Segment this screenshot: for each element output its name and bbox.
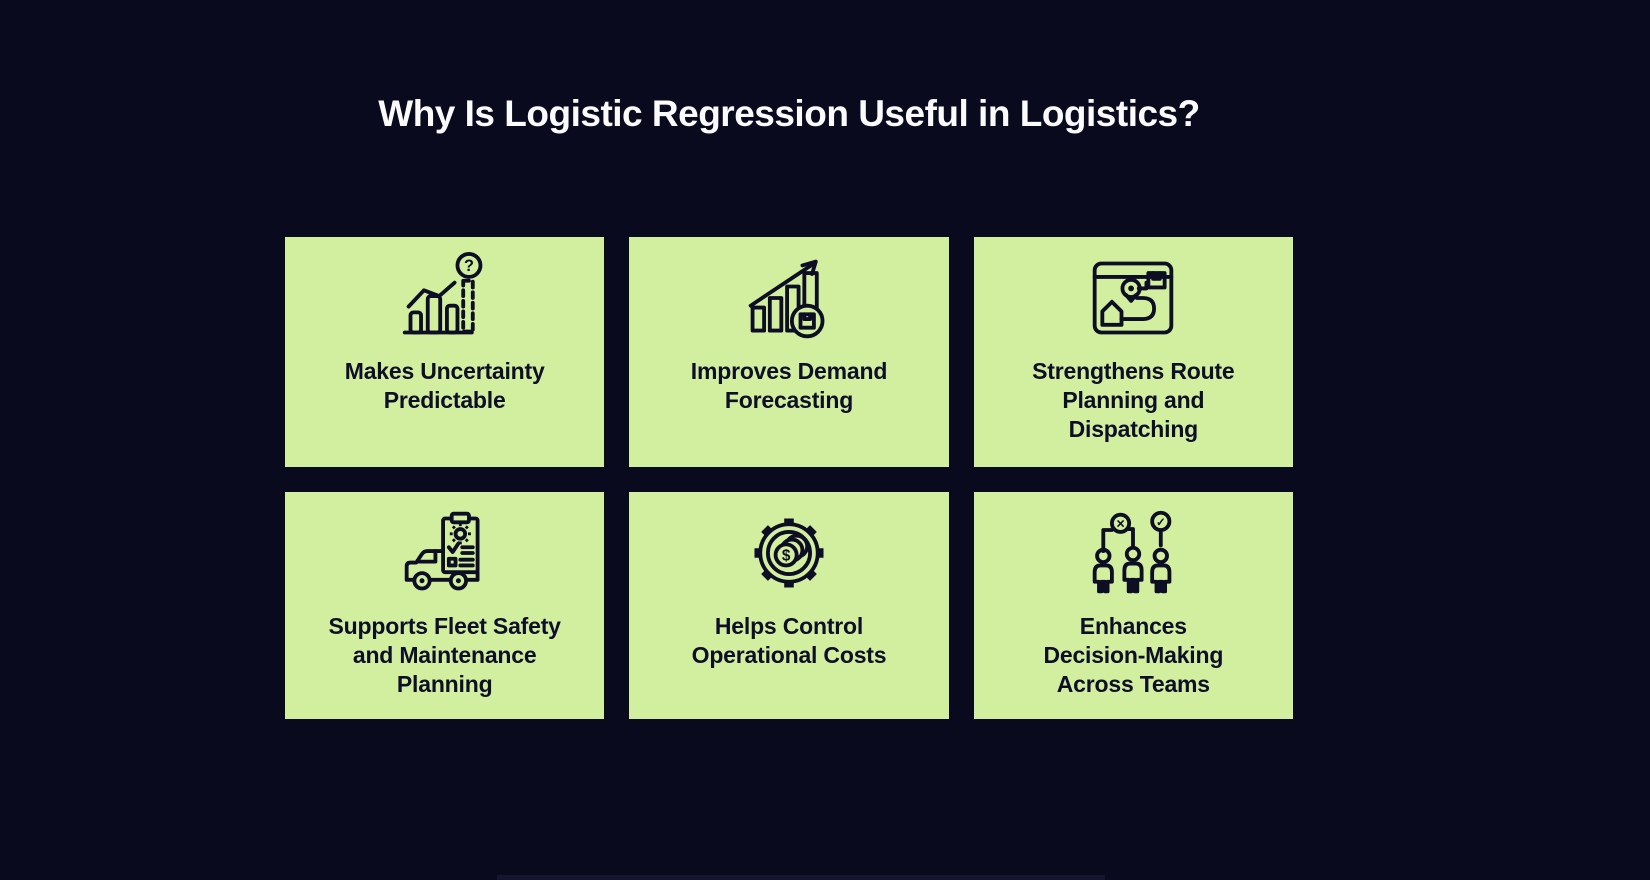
card-operational-costs: $ Helps Control Operational Costs [629,492,949,719]
card-uncertainty: ? Makes Uncertainty Predictable [285,237,605,467]
svg-text:×: × [1117,517,1125,533]
cards-grid: ? Makes Uncertainty Predictable Improves… [285,237,1293,719]
next-section-edge [497,875,1105,880]
route-planning-icon [1085,250,1181,346]
card-label: Helps Control Operational Costs [691,613,887,668]
card-label: Enhances Decision-Making Across Teams [1043,613,1224,697]
team-decision-icon: × ✓ [1085,505,1181,601]
card-label: Strengthens Route Planning and Dispatchi… [1032,358,1235,442]
card-label: Supports Fleet Safety and Maintenance Pl… [328,613,561,697]
card-demand-forecasting: Improves Demand Forecasting [629,237,949,467]
card-route-planning: Strengthens Route Planning and Dispatchi… [973,237,1293,467]
svg-text:✓: ✓ [1156,517,1166,529]
svg-text:?: ? [464,257,474,275]
demand-forecast-icon [741,250,837,346]
card-label: Makes Uncertainty Predictable [344,358,545,413]
card-label: Improves Demand Forecasting [690,358,888,413]
uncertainty-chart-icon: ? [397,250,493,346]
card-team-decision: × ✓ Enhances Decision-Making Across Team… [973,492,1293,719]
operational-costs-icon: $ [741,505,837,601]
card-fleet-maintenance: Supports Fleet Safety and Maintenance Pl… [285,492,605,719]
fleet-maintenance-icon [397,505,493,601]
svg-text:$: $ [782,548,791,565]
page-title: Why Is Logistic Regression Useful in Log… [378,93,1200,134]
